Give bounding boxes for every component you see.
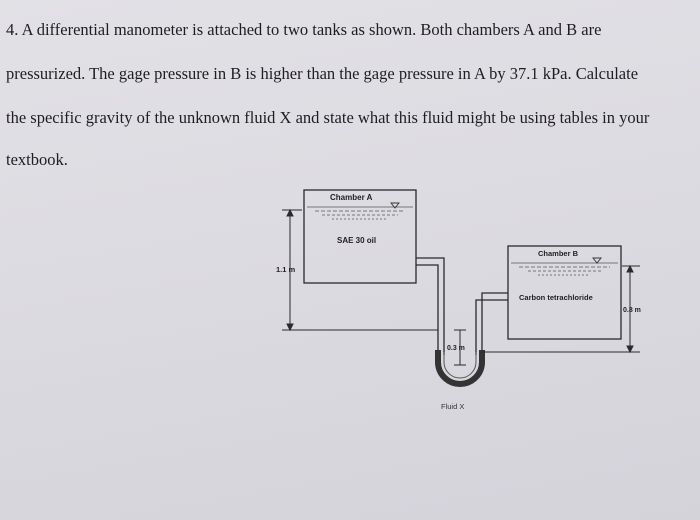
chamber-b-label: Chamber B — [538, 249, 579, 258]
tube-b-outer — [481, 292, 508, 355]
u-tube-fluid-x — [435, 350, 485, 387]
problem-line-1: 4. A differential manometer is attached … — [6, 20, 602, 39]
chamber-a-label: Chamber A — [330, 193, 373, 202]
dim-0-3m-label: 0.3 m — [447, 345, 465, 352]
surface-b-marker — [592, 257, 602, 264]
tube-a-inner — [416, 264, 439, 355]
surface-a-marker — [390, 202, 400, 209]
chamber-a-fluid-label: SAE 30 oil — [337, 236, 376, 245]
chamber-a-box — [303, 189, 417, 284]
dim-0-8m-label: 0.8 m — [623, 307, 641, 314]
tube-a-outer — [416, 257, 445, 355]
chamber-b-fluid-label: Carbon tetrachloride — [519, 293, 593, 302]
tube-b-inner — [475, 299, 508, 355]
dim-1-1m-label: 1.1 m — [276, 265, 296, 274]
chamber-b-surface — [511, 262, 618, 276]
problem-line-3: the specific gravity of the unknown flui… — [6, 108, 650, 127]
fluid-x-label: Fluid X — [441, 402, 464, 411]
chamber-a-surface — [307, 206, 413, 220]
problem-line-2: pressurized. The gage pressure in B is h… — [6, 64, 639, 83]
problem-line-4: textbook. — [6, 150, 68, 169]
